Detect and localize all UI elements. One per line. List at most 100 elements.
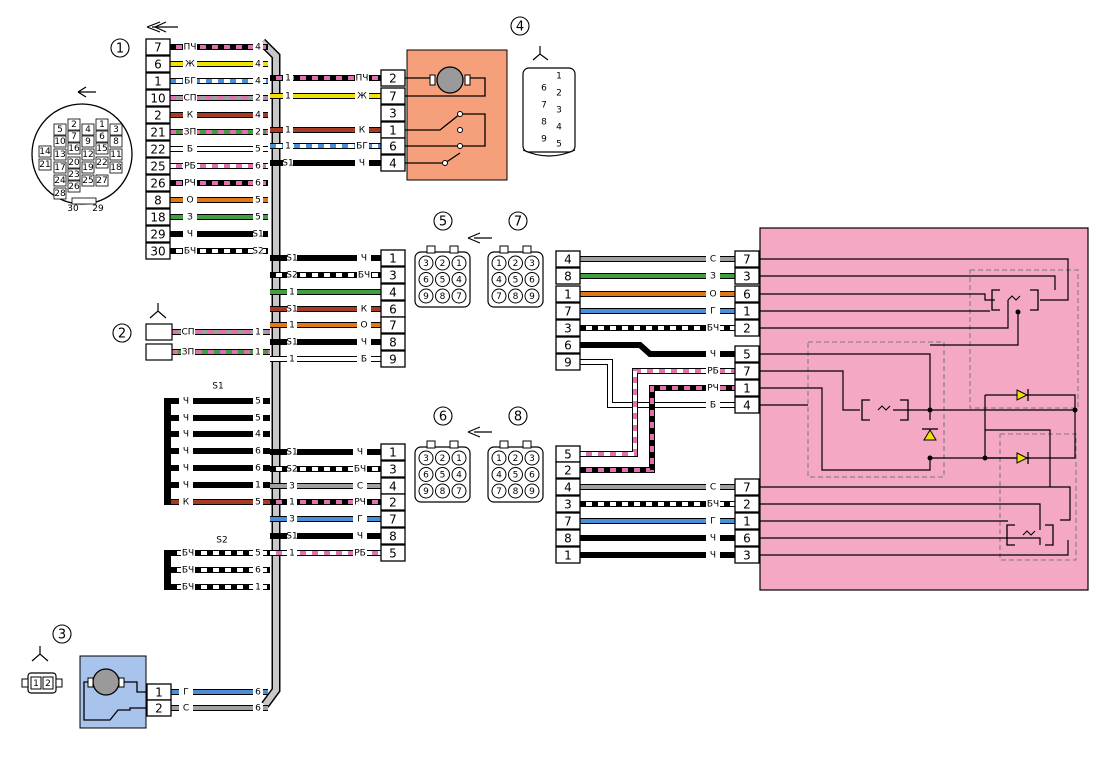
connector1-pin [145, 106, 171, 124]
bundle-mark: 5 [255, 549, 261, 559]
pin-number: 25 [150, 160, 165, 174]
face-pin: 3 [423, 454, 429, 464]
label-bg [183, 246, 197, 256]
label-bg [179, 429, 193, 439]
pin-number: 3 [564, 322, 572, 336]
mark-bg [253, 582, 263, 592]
mark-bg [287, 447, 297, 457]
label-bg [706, 323, 720, 333]
bundle-mark: 4 [255, 77, 261, 87]
relay-contact-icon [877, 405, 891, 411]
face-pin-circle [508, 288, 523, 304]
face-pin: 17 [54, 163, 65, 173]
mark-bg [287, 253, 297, 263]
label-bg [179, 396, 193, 406]
wire-color-label: Ч [357, 532, 363, 542]
face-pin: 1 [33, 679, 39, 689]
pin-number: 6 [743, 532, 751, 546]
face-pin: 9 [529, 292, 535, 302]
face-pin: 6 [99, 132, 105, 142]
mark-bg [253, 446, 263, 456]
connector1-pin [145, 225, 171, 243]
face-pin-circle [435, 467, 450, 482]
face-pin: 9 [423, 292, 429, 302]
pin-number: 7 [743, 481, 751, 495]
face-pin: 2 [71, 120, 77, 130]
callout-circle [110, 38, 130, 58]
junction-dot [927, 407, 933, 413]
junction-dot [1072, 407, 1078, 413]
pin-number: 6 [743, 288, 751, 302]
face-pin: 9 [423, 487, 429, 497]
mark-bg [287, 304, 297, 314]
label-bg [355, 141, 369, 151]
mating-arrow-icon [467, 232, 492, 244]
switch-lines [405, 113, 486, 147]
face-pin: 3 [423, 259, 429, 269]
mark-bg [253, 429, 263, 439]
label-bg [179, 413, 193, 423]
face-cell [67, 142, 81, 155]
face-pin-circle [508, 450, 523, 466]
label-bg [353, 464, 367, 474]
face-cell [53, 135, 67, 148]
face-pin: 13 [54, 150, 65, 160]
bundle-mark: 1 [285, 92, 291, 102]
face-pin: 1 [556, 72, 562, 82]
label-bg [181, 582, 195, 592]
motor-icon [436, 66, 464, 94]
face-pin: 3 [529, 259, 535, 269]
connector4-pin [380, 154, 406, 172]
mark-bg [253, 347, 263, 357]
face-pin: 8 [113, 137, 119, 147]
bundle-mark: 5 [255, 397, 261, 407]
wire-color-label: Ч [183, 397, 189, 407]
pin-number: 18 [150, 211, 165, 225]
wire-color-label: БЧ [182, 566, 194, 576]
module-trace [759, 353, 931, 420]
wire-color-label: Б [361, 355, 367, 365]
label-bg [179, 446, 193, 456]
face-latch [426, 440, 436, 449]
bundle-mark: 6 [255, 179, 261, 189]
face-cell [95, 118, 109, 131]
face-pin: 6 [541, 84, 547, 94]
wire-color-label: Ч [361, 254, 367, 264]
mark-bg [287, 548, 297, 558]
wire-color-label: РБ [707, 367, 719, 377]
callout-number: 1 [116, 42, 124, 57]
wire-color-label: ЗП [184, 128, 197, 138]
pin-number: 4 [743, 399, 751, 413]
mark-bg [287, 531, 297, 541]
face-pin-circle [491, 255, 507, 271]
label-bg [706, 482, 720, 492]
mark-bg [253, 127, 263, 137]
wire-color-label: О [186, 196, 193, 206]
bundle-mark: 1 [289, 549, 295, 559]
mark-bg [283, 73, 293, 83]
face-pin: 9 [529, 487, 535, 497]
face-pin: 6 [529, 276, 535, 286]
bundle-mark: 6 [255, 704, 261, 714]
bundle-mark: 4 [255, 430, 261, 440]
face-pin-circle [418, 467, 434, 482]
face-latch [21, 678, 29, 688]
face-cell [67, 118, 81, 131]
face-pin: 7 [71, 132, 77, 142]
bundle-mark: S1 [286, 254, 297, 264]
relay-coil-icon [861, 399, 909, 421]
mark-bg [283, 125, 293, 135]
pin-number: 1 [389, 252, 397, 266]
wire-color-label: ЗП [182, 348, 195, 358]
label-bg [357, 304, 371, 314]
face-key [71, 197, 97, 205]
callout-number: 2 [118, 327, 126, 342]
pin-number: 8 [389, 530, 397, 544]
pin-number: 29 [150, 228, 165, 242]
face-pin: 6 [423, 471, 429, 481]
motor-icon [92, 668, 120, 696]
face-pin-circle [491, 450, 507, 466]
bundle-mark: S1 [282, 159, 293, 169]
label-bg [179, 497, 193, 507]
module-trace [759, 300, 1009, 329]
